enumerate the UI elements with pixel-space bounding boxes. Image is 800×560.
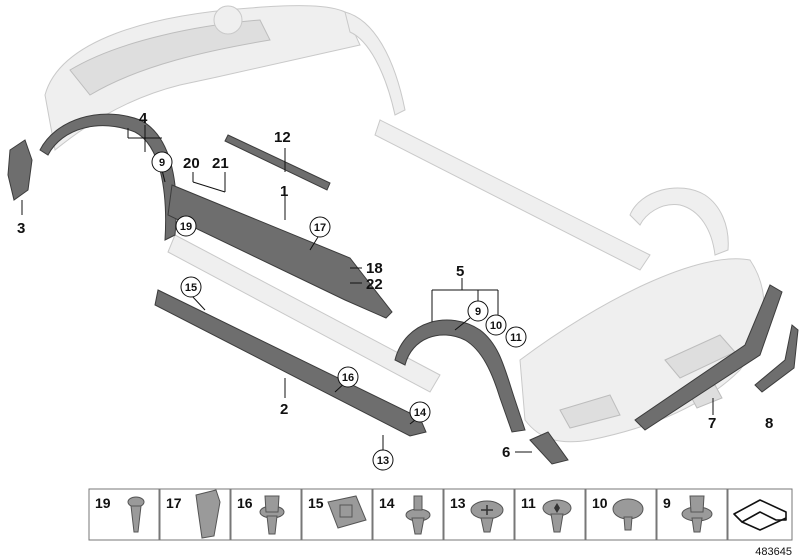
section-arrow-icon	[733, 499, 787, 531]
part-5-rear-wheel-arch	[394, 319, 526, 433]
circled-callout-13: 13	[372, 449, 394, 471]
callout-1: 1	[280, 183, 288, 200]
callout-22: 22	[366, 276, 383, 293]
legend-item-9: 9	[656, 488, 728, 541]
front-bumper-ghost	[44, 5, 406, 151]
legend-item-11: 11	[514, 488, 586, 541]
svg-text:9: 9	[159, 157, 165, 169]
legend-item-19: 19	[88, 488, 160, 541]
circled-callout-15: 15	[180, 276, 202, 298]
svg-text:15: 15	[308, 495, 324, 511]
circled-callout-10: 10	[485, 314, 507, 336]
rivet-clip-icon	[127, 496, 145, 533]
legend-symbol-box	[727, 488, 793, 541]
legend-item-15: 15	[301, 488, 373, 541]
legend-item-14: 14	[372, 488, 444, 541]
legend-item-10: 10	[585, 488, 657, 541]
legend-item-13: 13	[443, 488, 515, 541]
callout-7: 7	[708, 415, 716, 432]
side-sill-ghost	[167, 119, 651, 393]
svg-text:14: 14	[379, 495, 395, 511]
part-4-front-wheel-arch	[39, 113, 177, 241]
legend-item-16: 16	[230, 488, 302, 541]
leader-lines	[21, 125, 714, 453]
part-12-strip	[224, 134, 331, 191]
circled-callout-16: 16	[337, 366, 359, 388]
callout-6: 6	[502, 444, 510, 461]
push-clip-icon	[259, 495, 285, 535]
svg-text:17: 17	[314, 222, 326, 234]
expansion-rivet-icon	[405, 495, 431, 535]
callout-8: 8	[765, 415, 773, 432]
callout-20: 20	[183, 155, 200, 172]
svg-text:13: 13	[377, 455, 389, 467]
svg-text:15: 15	[185, 282, 197, 294]
rear-bumper-ghost	[519, 187, 765, 443]
callout-21: 21	[212, 155, 229, 172]
svg-text:11: 11	[521, 495, 536, 511]
svg-text:19: 19	[95, 495, 111, 511]
part-1-side-skirt	[167, 184, 393, 319]
part-7-rear-strip	[634, 284, 783, 431]
callout-18: 18	[366, 260, 383, 277]
svg-text:16: 16	[342, 372, 354, 384]
circled-callout-17: 17	[309, 216, 331, 238]
svg-text:17: 17	[166, 495, 182, 511]
svg-text:10: 10	[592, 495, 608, 511]
callout-4: 4	[139, 110, 148, 127]
svg-text:14: 14	[414, 407, 427, 419]
svg-text:11: 11	[510, 332, 522, 344]
torx-screw-icon	[542, 499, 572, 533]
callout-2: 2	[280, 401, 288, 418]
callout-3: 3	[17, 220, 25, 237]
circled-callout-14: 14	[409, 401, 431, 423]
svg-text:9: 9	[663, 495, 671, 511]
svg-text:16: 16	[237, 495, 253, 511]
circled-callout-19: 19	[175, 215, 197, 237]
button-clip-icon	[612, 498, 644, 531]
svg-text:9: 9	[475, 306, 481, 318]
callout-5: 5	[456, 263, 464, 280]
part-8-rear-side-trim	[754, 324, 799, 393]
part-3-front-trim	[7, 139, 33, 201]
circled-callout-11: 11	[505, 326, 527, 348]
fastener-legend: 19 17 16 15	[88, 488, 793, 541]
document-id: 483645	[755, 546, 792, 558]
nut-clip-icon	[327, 495, 367, 529]
svg-text:10: 10	[490, 320, 502, 332]
svg-text:19: 19	[180, 221, 192, 233]
trim-clip-icon	[681, 495, 713, 533]
svg-text:13: 13	[450, 495, 466, 511]
part-2-lower-skirt	[154, 289, 427, 437]
fir-tree-clip-icon	[195, 489, 221, 539]
circled-callout-9-rear: 9	[467, 300, 489, 322]
screw-clip-icon	[470, 500, 504, 533]
circled-callout-9-front: 9	[151, 151, 173, 173]
part-6-rear-trim	[529, 431, 569, 465]
legend-item-17: 17	[159, 488, 231, 541]
callout-12: 12	[274, 129, 291, 146]
